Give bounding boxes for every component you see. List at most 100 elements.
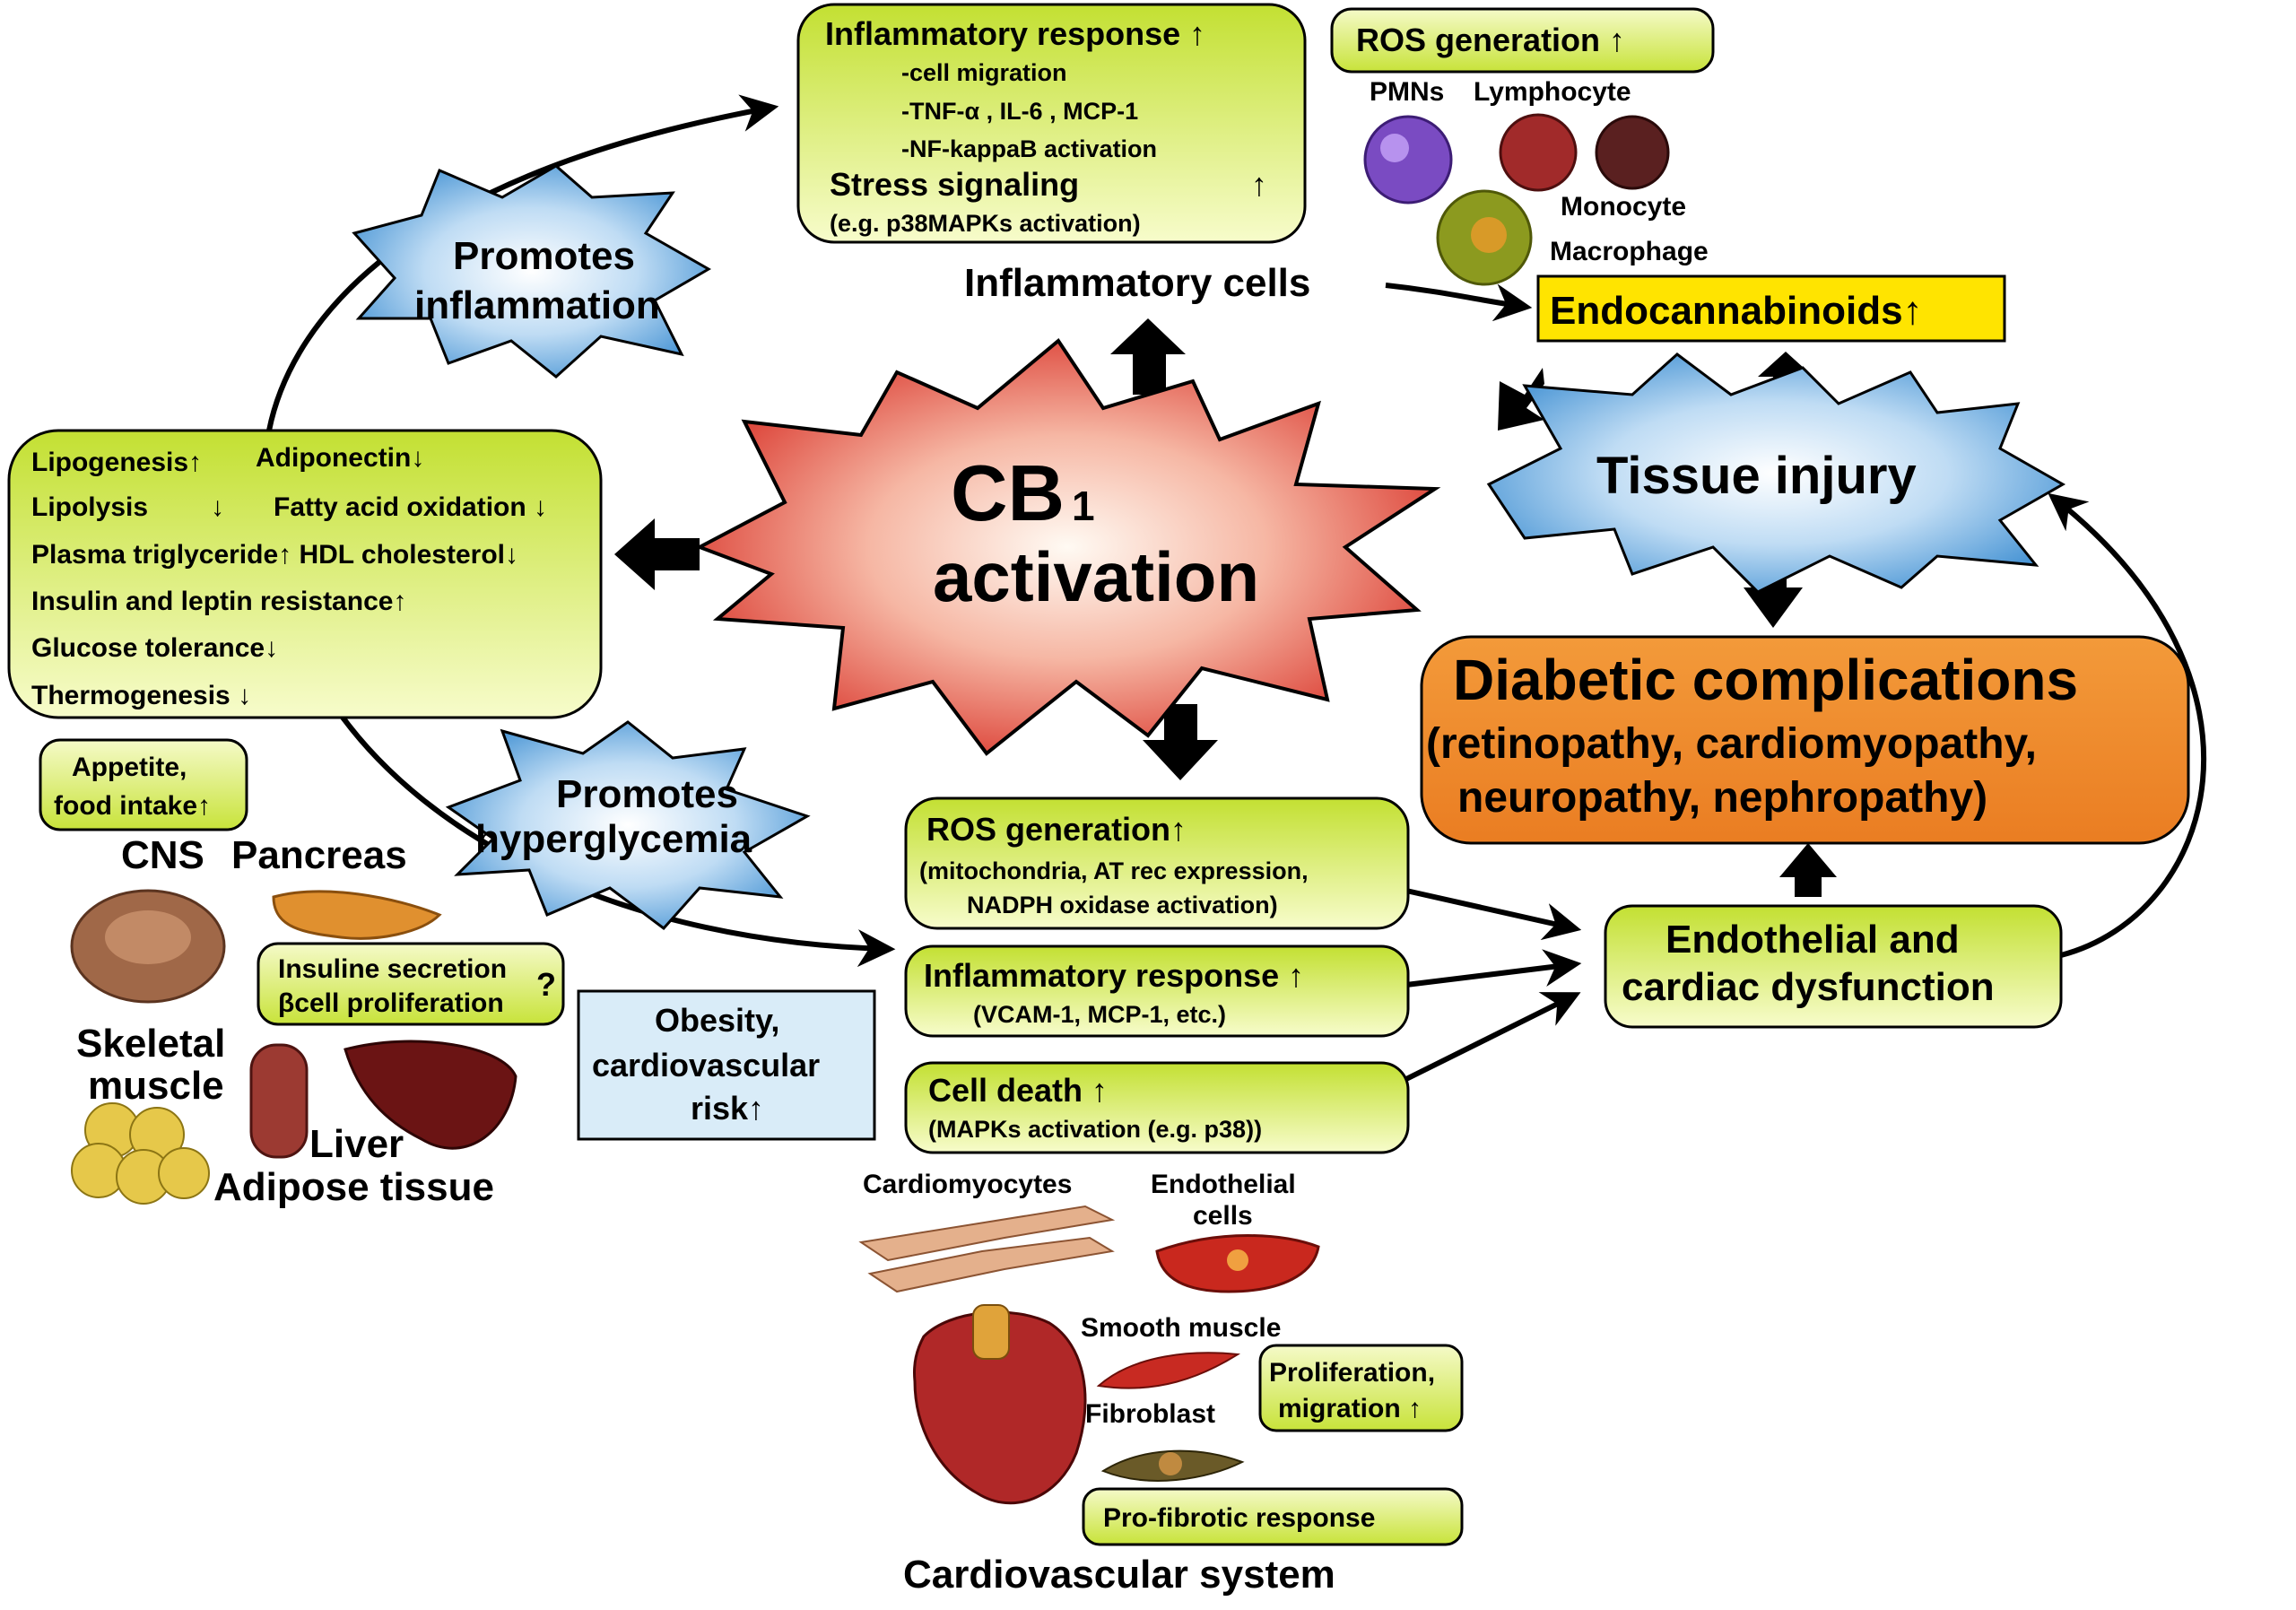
cb1-subscript: 1 [1072, 483, 1095, 529]
inflammatory-response-title: Inflammatory response ↑ [825, 15, 1205, 52]
ros-generation-sub1: (mitochondria, AT rec expression, [919, 857, 1309, 884]
stress-signaling-arrow: ↑ [1251, 166, 1267, 203]
organ-label-adipose: Adipose tissue [213, 1165, 494, 1209]
cell-label-monocyte: Monocyte [1561, 192, 1686, 222]
cell-death-title: Cell death ↑ [928, 1072, 1108, 1109]
activation-label: activation [933, 537, 1259, 616]
heart-illustration [913, 1304, 1087, 1505]
muscle-illustration [249, 1043, 309, 1159]
organ-label-liver: Liver [309, 1122, 404, 1166]
organ-label-skeletal-2: muscle [88, 1064, 224, 1108]
ros-generation-title: ROS generation↑ [926, 811, 1187, 848]
block-arrow-down-ros [1143, 704, 1218, 780]
inflammatory-cells-label: Inflammatory cells [964, 261, 1310, 305]
appetite-line1: Appetite, [72, 753, 187, 782]
cv-label-endothelial-1: Endothelial [1151, 1170, 1296, 1199]
block-arrow-down-diabetic [1744, 561, 1803, 628]
organ-label-pancreas: Pancreas [231, 833, 407, 877]
obesity-line2: cardiovascular [592, 1047, 820, 1083]
promotes-inflammation-line2: inflammation [414, 283, 660, 327]
block-arrow-up-inflcells [1110, 318, 1186, 395]
endothelial-line2: cardiac dysfunction [1622, 965, 1995, 1009]
organ-label-skeletal-1: Skeletal [76, 1022, 225, 1066]
profibrotic-box: Pro-fibrotic response [1082, 1487, 1464, 1546]
diabetic-complications-box: Diabetic complications (retinopathy, car… [1420, 635, 2190, 845]
promotes-inflammation-star: Promotes inflammation [352, 164, 711, 379]
metabolic-lipolysis: Lipolysis [31, 492, 148, 522]
diabetic-title: Diabetic complications [1453, 648, 2078, 712]
stress-signaling-label: Stress signaling [830, 166, 1079, 203]
insuline-question: ? [536, 966, 556, 1003]
inflammatory-response-box: Inflammatory response ↑ -cell migration … [796, 3, 1307, 244]
inflammatory-response-box-2: Inflammatory response ↑ (VCAM-1, MCP-1, … [904, 944, 1410, 1038]
endothelial-line1: Endothelial and [1665, 918, 1960, 962]
cell-label-lymphocyte: Lymphocyte [1474, 77, 1631, 107]
insuline-box: Insuline secretion βcell proliferation ? [257, 942, 565, 1026]
ros-generation-sub2: NADPH oxidase activation) [967, 892, 1278, 918]
cv-label-fibroblast: Fibroblast [1085, 1399, 1215, 1429]
obesity-line1: Obesity, [655, 1002, 779, 1039]
cell-death-box: Cell death ↑ (MAPKs activation (e.g. p38… [904, 1061, 1410, 1154]
metabolic-thermogenesis: Thermogenesis ↓ [31, 681, 251, 710]
block-arrow-tissue-to-cb1 [1498, 368, 1544, 431]
proliferation-line1: Proliferation, [1269, 1358, 1435, 1388]
obesity-line3: risk↑ [691, 1090, 764, 1127]
appetite-line2: food intake↑ [54, 791, 211, 821]
adipose-illustration [71, 1102, 210, 1205]
cell-death-sub: (MAPKs activation (e.g. p38)) [928, 1116, 1262, 1143]
endocannabinoids-label: Endocannabinoids↑ [1550, 289, 1923, 333]
block-arrow-left-metabolic [614, 518, 700, 590]
insuline-line1: Insuline secretion [278, 954, 507, 984]
appetite-box: Appetite, food intake↑ [39, 738, 248, 831]
block-arrows [614, 318, 1837, 897]
liver-illustration [344, 1040, 517, 1150]
diabetic-line2: (retinopathy, cardiomyopathy, [1426, 720, 2037, 768]
metabolic-insulin-leptin: Insulin and leptin resistance↑ [31, 587, 406, 616]
metabolic-lipolysis-arrow: ↓ [211, 492, 224, 522]
metabolic-effects-box: Lipogenesis↑ Adiponectin↓ Lipolysis ↓ Fa… [7, 429, 603, 719]
inflammatory-item-cytokines: -TNF-α , IL-6 , MCP-1 [901, 98, 1138, 125]
arrow-celldeath-to-dysfunction [1405, 992, 1581, 1082]
inflammatory-item-migration: -cell migration [901, 59, 1067, 86]
cardiovascular-system-label: Cardiovascular system [903, 1553, 1335, 1597]
proliferation-line2: migration ↑ [1278, 1394, 1422, 1423]
organs-illustration: CNS Pancreas Skeletal muscle Liver Adipo… [70, 833, 517, 1209]
lymphocyte-cell-2 [1595, 115, 1670, 190]
ros-generation-box: ROS generation↑ (mitochondria, AT rec ex… [904, 796, 1410, 930]
promotes-hyperglycemia-star: Promotes hyperglycemia [445, 720, 811, 931]
cv-label-cardiomyocytes: Cardiomyocytes [863, 1170, 1072, 1199]
profibrotic-label: Pro-fibrotic response [1103, 1503, 1375, 1533]
arrow-ros-to-dysfunction [1405, 888, 1582, 941]
diabetic-line3: neuropathy, nephropathy) [1457, 774, 1987, 822]
cv-label-smooth-muscle: Smooth muscle [1081, 1313, 1281, 1343]
stress-signaling-sub: (e.g. p38MAPKs activation) [830, 210, 1141, 237]
metabolic-fatty-acid: Fatty acid oxidation ↓ [274, 492, 547, 522]
metabolic-glucose: Glucose tolerance↓ [31, 633, 278, 663]
organ-label-cns: CNS [121, 833, 204, 877]
tissue-injury-star: Tissue injury [1486, 352, 2066, 594]
cardiomyocytes-illustration [858, 1205, 1116, 1293]
endothelial-dysfunction-box: Endothelial and cardiac dysfunction [1604, 904, 2063, 1029]
pmn-cell [1363, 115, 1453, 205]
tissue-injury-label: Tissue injury [1596, 447, 1917, 505]
inflammatory2-sub: (VCAM-1, MCP-1, etc.) [973, 1001, 1226, 1028]
metabolic-lipogenesis: Lipogenesis↑ [31, 448, 202, 477]
arrow-inflam-to-dysfunction [1405, 949, 1582, 988]
smooth-muscle-illustration [1096, 1352, 1241, 1389]
insuline-line2: βcell proliferation [278, 988, 504, 1018]
block-arrow-up-dysfunction [1779, 843, 1837, 897]
inflammatory-cells-illustration: PMNs Lymphocyte Monocyte Macrophage [1363, 77, 1709, 286]
curve-dysfunction-to-tissue [2048, 492, 2207, 958]
cell-label-macrophage: Macrophage [1550, 237, 1709, 266]
cell-label-pmns: PMNs [1370, 77, 1444, 107]
promotes-hyperglycemia-line2: hyperglycemia [475, 817, 752, 861]
cb1-label: CB [951, 448, 1065, 537]
obesity-risk-box: Obesity, cardiovascular risk↑ [577, 989, 876, 1141]
metabolic-triglyceride-hdl: Plasma triglyceride↑ HDL cholesterol↓ [31, 540, 518, 570]
cardiovascular-illustration: Cardiomyocytes Endothelial cells Smooth … [858, 1170, 1464, 1597]
cv-label-endothelial-2: cells [1193, 1201, 1253, 1231]
ros-generation-top-box: ROS generation ↑ [1330, 7, 1715, 74]
inflammatory2-title: Inflammatory response ↑ [924, 957, 1304, 994]
promotes-hyperglycemia-line1: Promotes [556, 772, 738, 816]
inflammatory-item-nfkb: -NF-kappaB activation [901, 135, 1157, 162]
